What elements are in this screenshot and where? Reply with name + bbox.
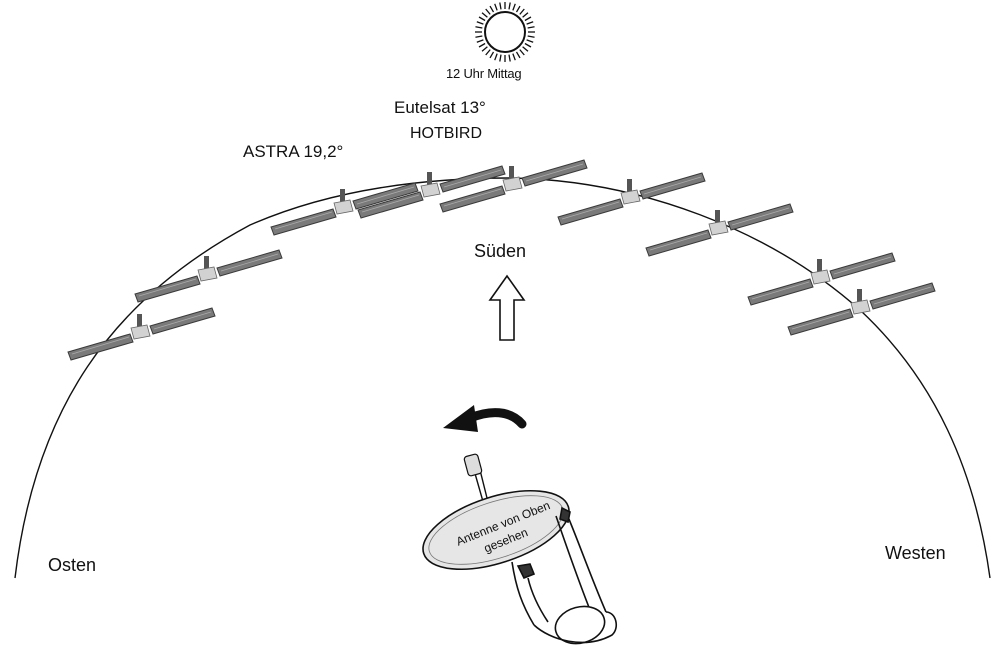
sun-ray	[522, 46, 529, 52]
sun-ray	[481, 46, 488, 52]
west-label: Westen	[885, 543, 946, 563]
sun-ray	[515, 5, 521, 13]
sun-ray	[508, 2, 511, 10]
sun-ray	[519, 8, 525, 15]
satellite-dish-icon: Antenne von Oben gesehen	[422, 453, 570, 570]
sun-ray	[519, 49, 525, 56]
sun-ray	[494, 53, 498, 61]
sun-ray	[526, 39, 534, 43]
sun-ray	[512, 53, 516, 61]
south-label: Süden	[474, 241, 527, 261]
satellite-icon	[645, 203, 794, 257]
sun-ray	[485, 8, 491, 15]
eutelsat-label: Eutelsat 13°	[394, 98, 486, 117]
east-label: Osten	[48, 555, 97, 575]
sun-ray	[478, 16, 486, 22]
satellite-icon	[67, 307, 216, 361]
sun-ray	[485, 49, 491, 56]
sun-ray	[499, 54, 502, 62]
sun-ray	[478, 42, 486, 48]
sun-ray	[489, 51, 495, 59]
sun-ray	[512, 3, 516, 11]
sun-ray	[499, 2, 502, 10]
satellite-icon	[557, 172, 706, 226]
sun-ray	[476, 21, 484, 25]
sun-ray	[527, 26, 535, 29]
sun-ray	[527, 35, 535, 38]
sun-icon	[475, 2, 535, 62]
sun-label: 12 Uhr Mittag	[446, 66, 522, 81]
sun-ray	[508, 54, 511, 62]
satellite-icon	[134, 249, 283, 303]
sun-ray	[524, 16, 532, 22]
sun-ray	[475, 26, 483, 29]
satellite-icon	[787, 282, 936, 336]
arrow-up-icon	[488, 274, 526, 341]
satellite-icon	[747, 252, 896, 306]
hotbird-label: HOTBIRD	[410, 125, 482, 142]
sun-ray	[475, 35, 483, 38]
sun-ray	[524, 42, 532, 48]
sun-ray	[476, 39, 484, 43]
sun-ray	[494, 3, 498, 11]
sun-ray	[522, 12, 529, 18]
person-icon	[511, 506, 618, 645]
sun-ray	[526, 21, 534, 25]
curved-arrow-left-icon	[443, 405, 527, 432]
astra-label: ASTRA 19,2°	[243, 142, 344, 161]
sun-ray	[489, 5, 495, 13]
sun-ray	[481, 12, 488, 18]
sun-ray	[515, 51, 521, 59]
